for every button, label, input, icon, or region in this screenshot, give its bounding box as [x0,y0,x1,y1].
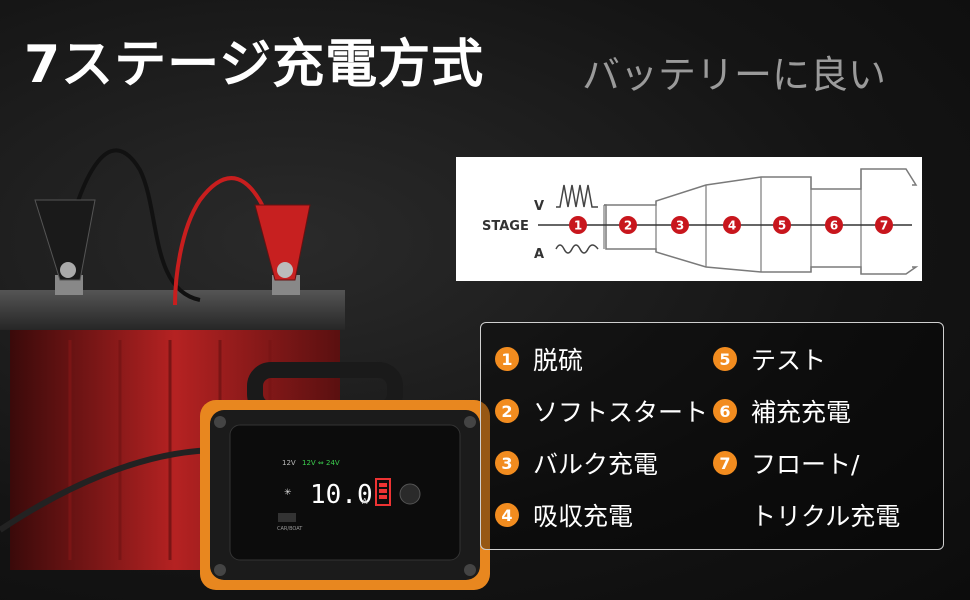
svg-text:1: 1 [574,219,582,233]
charger-mode-label: 12V ⇔ 24V [302,459,340,467]
svg-text:3: 3 [676,219,684,233]
legend-label: ソフトスタート [533,398,709,427]
svg-text:2: 2 [624,219,632,233]
charger-12v-label: 12V [282,459,296,467]
battery-level-indicator [375,478,391,506]
charger: 12V 12V ⇔ 24V 10.0 A CAR/BOAT ✳ [200,362,490,590]
legend-label: 脱硫 [533,346,584,375]
page-subtitle: バッテリーに良い [582,53,887,97]
legend-item: 7 フロート/ [713,445,859,481]
legend-item: 4 吸収充電 [495,497,633,533]
battery-lid [0,290,345,330]
legend-number: 5 [713,347,737,371]
legend-label: バルク充電 [533,450,659,479]
power-cable [0,447,221,533]
voltage-pulse-wave [556,184,598,208]
charger-car-boat-button [278,513,296,522]
page-title: 7ステージ充電方式 [24,35,485,95]
charger-panel [229,424,461,561]
a-label: A [534,247,544,262]
legend-number: 2 [495,399,519,423]
black-cable [58,148,201,302]
legend-continuation: トリクル充電 [751,502,901,531]
stage-label: STAGE [482,219,529,234]
svg-text:6: 6 [830,219,838,233]
stage-marker: 7 [875,216,893,234]
current-pulse-wave [555,244,599,254]
charger-unit: A [362,497,368,506]
legend-number: 6 [713,399,737,423]
legend-item: 5 テスト [713,341,826,377]
stage-marker: 2 [619,216,637,234]
stage-diagram: V STAGE A 1 2 3 4 5 6 7 [456,157,922,281]
red-clamp [254,204,311,281]
stage-marker: 6 [825,216,843,234]
charger-mode-button [399,483,421,505]
stage-marker: 5 [773,216,791,234]
legend-number: 7 [713,451,737,475]
legend-label: 補充充電 [751,398,852,427]
legend-item: 6 補充充電 [713,393,851,429]
legend-number: 1 [495,347,519,371]
svg-text:5: 5 [778,219,786,233]
legend-item: 1 脱硫 [495,341,583,377]
stage-marker: 1 [569,216,587,234]
current-envelope [604,204,919,275]
legend-label: テスト [751,346,827,375]
black-clamp [34,199,96,281]
stage-legend: 1 脱硫 2 ソフトスタート 3 バルク充電 4 吸収充電 5 テスト 6 補充… [480,322,944,550]
legend-number: 4 [495,503,519,527]
svg-text:4: 4 [728,219,736,233]
charger-lcd-display: 10.0 [310,480,373,510]
product-illustration: 12V 12V ⇔ 24V 10.0 A CAR/BOAT ✳ [0,148,490,590]
v-label: V [534,199,544,214]
legend-item: 2 ソフトスタート [495,393,708,429]
stage-marker: 4 [723,216,741,234]
legend-number: 3 [495,451,519,475]
legend-label: フロート/ [751,450,860,479]
sun-icon: ✳ [284,488,292,498]
legend-item: 3 バルク充電 [495,445,658,481]
legend-label: 吸収充電 [533,502,634,531]
charger-car-boat-label: CAR/BOAT [277,526,303,532]
stage-marker: 3 [671,216,689,234]
voltage-envelope [604,168,918,206]
svg-text:7: 7 [880,219,888,233]
